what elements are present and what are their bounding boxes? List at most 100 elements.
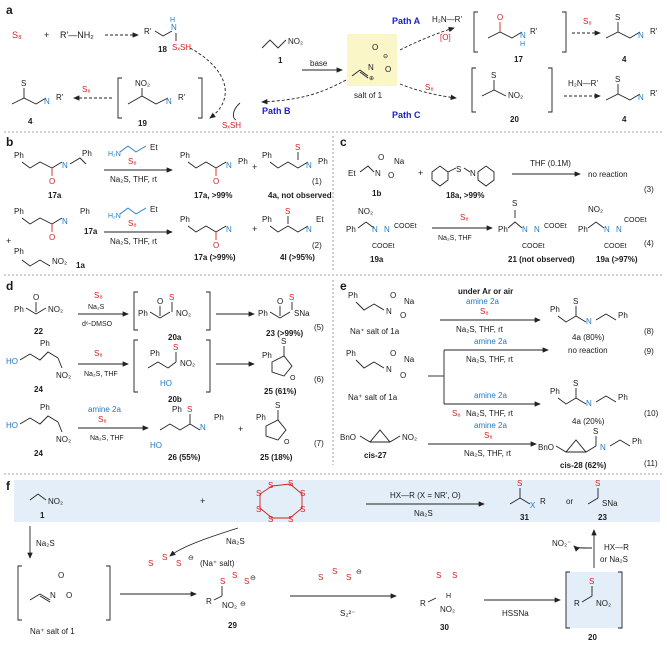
- svg-text:Ph: Ph: [180, 215, 190, 224]
- svg-text:HO: HO: [6, 421, 18, 430]
- svg-text:HO: HO: [150, 441, 162, 450]
- eq-number-9: (9): [644, 347, 654, 356]
- svg-text:S: S: [220, 577, 225, 586]
- svg-text:amine 2a: amine 2a: [474, 421, 507, 430]
- svg-text:S: S: [232, 571, 237, 580]
- svg-text:Et: Et: [150, 143, 158, 152]
- svg-text:H: H: [446, 593, 451, 600]
- svg-text:Ph: Ph: [238, 157, 248, 166]
- panel-label-f: f: [6, 479, 11, 493]
- svg-text:Ph: Ph: [262, 151, 272, 160]
- svg-text:S₈: S₈: [94, 291, 103, 300]
- svg-text:cis-27: cis-27: [364, 451, 387, 460]
- product-25-eq7: Ph S O 25 (18%): [256, 401, 293, 462]
- svg-text:NO₂: NO₂: [56, 435, 71, 444]
- conditions-eq6: Na₂S, THF: [84, 371, 118, 378]
- eq-number-5: (5): [314, 323, 324, 332]
- svg-text:17a (>99%): 17a (>99%): [194, 253, 236, 262]
- svg-text:Na₂S: Na₂S: [36, 539, 55, 548]
- svg-text:O: O: [497, 13, 503, 22]
- svg-text:S: S: [169, 293, 174, 302]
- compound-22: Ph O NO₂ 22: [14, 293, 63, 336]
- svg-text:(Na⁺ salt): (Na⁺ salt): [200, 559, 235, 568]
- path-a-label: Path A: [392, 16, 421, 26]
- svg-text:Ph: Ph: [618, 393, 628, 402]
- sulfur-eq1: S₈: [128, 157, 137, 166]
- svg-text:O: O: [378, 153, 384, 162]
- f-polysulfide-2: S S S ⊖: [318, 567, 362, 582]
- svg-text:S: S: [332, 567, 337, 576]
- svg-text:N: N: [638, 93, 644, 102]
- sxsh-byproduct: SₓSH: [222, 121, 241, 130]
- svg-text:S: S: [491, 71, 496, 80]
- sulfur-s8: S₈: [12, 30, 22, 40]
- product-21: S Ph N N COOEt COOEt 21 (not observed): [498, 199, 575, 264]
- bracket-left: [17, 565, 22, 621]
- svg-text:N: N: [50, 591, 56, 600]
- svg-text:S: S: [300, 489, 305, 498]
- svg-text:COOEt: COOEt: [372, 243, 395, 250]
- svg-text:4l (>95%): 4l (>95%): [280, 253, 315, 262]
- svg-text:NO₂: NO₂: [56, 371, 71, 380]
- svg-text:S: S: [256, 505, 261, 514]
- reactants-eq2: Ph O N Ph 17a + Ph NO₂ 1a: [6, 207, 98, 270]
- svg-text:4a (20%): 4a (20%): [572, 417, 605, 426]
- svg-text:Na⁺ salt of 1: Na⁺ salt of 1: [30, 627, 75, 636]
- plus-sign: +: [44, 30, 49, 40]
- svg-text:N: N: [375, 169, 381, 178]
- panel-e: e Ph N O O Na Na⁺ salt of 1a under Ar or…: [340, 279, 659, 470]
- panel-a: a S₈ + R'—NH₂ R' N H SₓSH 18 NO₂ 1 base …: [6, 3, 658, 130]
- amine-structure-eq1: [119, 145, 147, 153]
- compound-20-bracket: S NO₂ 20: [471, 67, 553, 124]
- svg-text:S: S: [295, 143, 300, 152]
- svg-text:S: S: [187, 405, 192, 414]
- conditions-eq10: Na₂S, THF, rt: [466, 409, 514, 418]
- svg-text:S: S: [275, 401, 280, 410]
- svg-text:Ph: Ph: [214, 413, 224, 422]
- panel-label-e: e: [340, 279, 347, 293]
- svg-text:HO: HO: [6, 357, 18, 366]
- svg-text:R': R': [530, 27, 538, 36]
- svg-text:⊖: ⊖: [240, 601, 246, 608]
- salt-of-1-structure: N O ⊖ O ⊕ salt of 1: [351, 43, 391, 100]
- compound-4-path-a: S N R' 4: [605, 13, 658, 64]
- panel-label-a: a: [6, 3, 13, 17]
- svg-text:BnO: BnO: [538, 443, 554, 452]
- svg-text:O: O: [400, 311, 406, 320]
- na-salt-1a-eq9: Ph N O O Na Na⁺ salt of 1a: [346, 349, 415, 402]
- arrow-nitrite: [573, 545, 593, 552]
- svg-text:N: N: [171, 23, 177, 32]
- svg-text:S₈: S₈: [98, 415, 107, 424]
- svg-text:S: S: [285, 207, 290, 216]
- label-1: 1: [278, 56, 283, 65]
- svg-text:31: 31: [520, 513, 529, 522]
- svg-text:1b: 1b: [372, 189, 381, 198]
- compound-24-eq7: Ph HO NO₂ 24: [6, 403, 71, 458]
- svg-text:amine 2a: amine 2a: [474, 391, 507, 400]
- svg-text:S: S: [268, 481, 273, 490]
- eq-number-4: (4): [644, 239, 654, 248]
- svg-text:or Na₂S: or Na₂S: [600, 555, 628, 564]
- label-20-a: 20: [510, 115, 519, 124]
- svg-text:N: N: [226, 225, 232, 234]
- panel-b: b Ph O N Ph 17a H₂N Et S₈ Na₂S, THF, rt …: [6, 135, 332, 270]
- svg-text:S: S: [244, 577, 249, 586]
- svg-text:S: S: [256, 489, 261, 498]
- svg-text:Ph: Ph: [172, 405, 182, 414]
- svg-text:O: O: [66, 591, 72, 600]
- svg-text:NO₂: NO₂: [288, 37, 303, 46]
- product-25: Ph S O 25 (61%): [262, 337, 297, 396]
- svg-text:1a: 1a: [76, 261, 85, 270]
- svg-text:+: +: [238, 424, 243, 434]
- byproduct-arrow: [232, 102, 241, 121]
- sulfur-path-b: S₈: [82, 85, 91, 94]
- svg-text:HX—R: HX—R: [604, 543, 629, 552]
- svg-text:S: S: [21, 79, 26, 88]
- svg-text:amine 2a: amine 2a: [474, 337, 507, 346]
- conditions-eq2: Na₂S, THF, rt: [110, 237, 158, 246]
- intermediate-20a: Ph O S NO₂ 20a: [133, 291, 211, 342]
- label-4-c: 4: [622, 115, 627, 124]
- svg-text:O: O: [58, 571, 64, 580]
- conditions-eq3: THF (0.1M): [530, 159, 571, 168]
- svg-text:Ph: Ph: [14, 207, 24, 216]
